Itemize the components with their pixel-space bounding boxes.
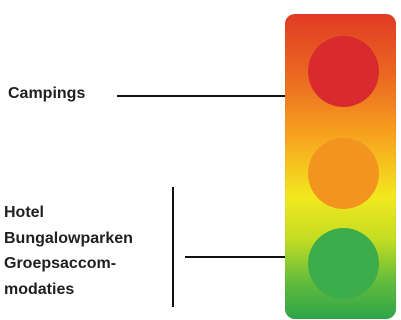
arrow-to-red-lamp [117,86,310,104]
orange-lamp-icon [308,138,379,209]
accommodation-label-bungalowparken: Bungalowparken [4,229,133,247]
arrow-to-green-lamp [185,247,311,265]
accommodation-types-label-group: Hotel Bungalowparken Groepsaccom- modati… [4,200,133,302]
group-bracket-line [172,187,174,307]
accommodation-label-modaties: modaties [4,280,75,298]
campings-label: Campings [8,85,86,102]
green-lamp-icon [308,228,379,299]
accommodation-label-hotel: Hotel [4,204,44,221]
accommodation-label-groepsaccom: Groepsaccom- [4,255,117,272]
traffic-light [285,14,396,319]
red-lamp-icon [308,36,379,107]
